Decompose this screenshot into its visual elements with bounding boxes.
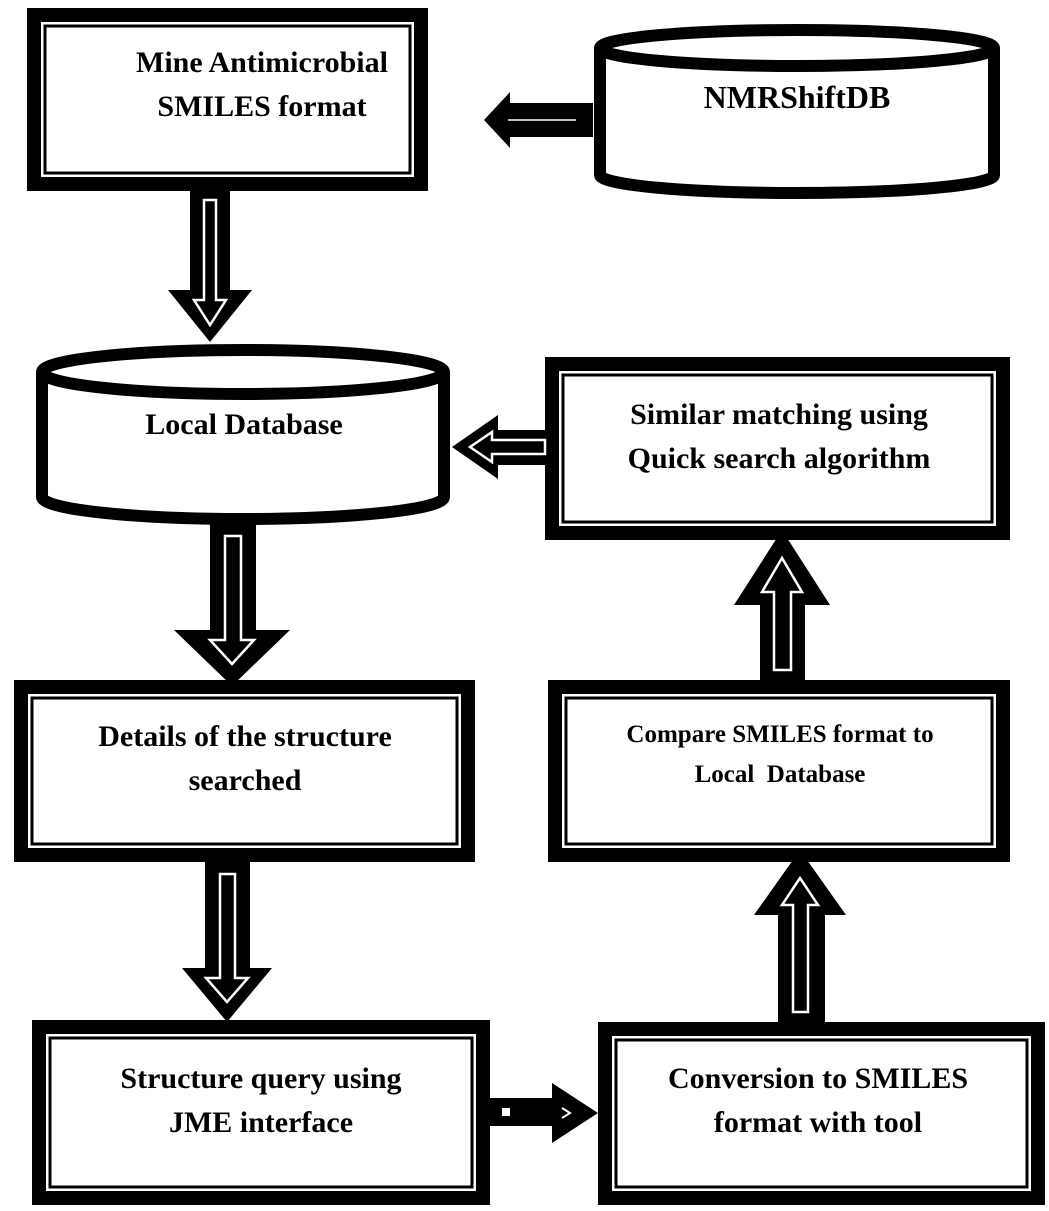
details-line2: searched	[189, 764, 302, 797]
conversion-line2: format with tool	[714, 1106, 922, 1139]
box-mine: Mine Antimicrobial SMILES format	[27, 8, 428, 191]
arrow-details-to-query	[182, 862, 272, 1022]
arrow-conversion-to-compare	[754, 850, 846, 1024]
box-similar: Similar matching using Quick search algo…	[545, 357, 1010, 540]
box-conversion: Conversion to SMILES format with tool	[598, 1022, 1045, 1205]
arrow-compare-to-similar	[734, 530, 830, 682]
similar-line1: Similar matching using	[630, 398, 928, 431]
arrow-nmr-to-mine	[484, 92, 593, 148]
mine-line2: SMILES format	[157, 90, 366, 123]
arrow-similar-to-localdb	[452, 415, 547, 479]
nmrshiftdb-label: NMRShiftDB	[704, 79, 891, 115]
details-line1: Details of the structure	[98, 720, 392, 753]
arrow-mine-to-localdb	[168, 191, 252, 342]
compare-line2: Local Database	[695, 761, 866, 788]
local-db-label: Local Database	[145, 408, 343, 441]
query-line1: Structure query using	[120, 1062, 401, 1095]
similar-line2: Quick search algorithm	[628, 442, 931, 475]
arrow-localdb-to-details	[174, 522, 290, 686]
box-details: Details of the structure searched	[14, 680, 475, 862]
conversion-line1: Conversion to SMILES	[668, 1062, 968, 1095]
arrow-query-to-conversion	[488, 1083, 598, 1143]
box-query: Structure query using JME interface	[32, 1020, 490, 1205]
cylinder-local-database: Local Database	[36, 344, 450, 525]
cylinder-nmrshiftdb: NMRShiftDB	[594, 24, 1000, 199]
box-compare: Compare SMILES format to Local Database	[548, 680, 1010, 862]
mine-line1: Mine Antimicrobial	[136, 46, 388, 79]
query-line2: JME interface	[169, 1106, 353, 1139]
compare-line1: Compare SMILES format to	[626, 721, 933, 748]
